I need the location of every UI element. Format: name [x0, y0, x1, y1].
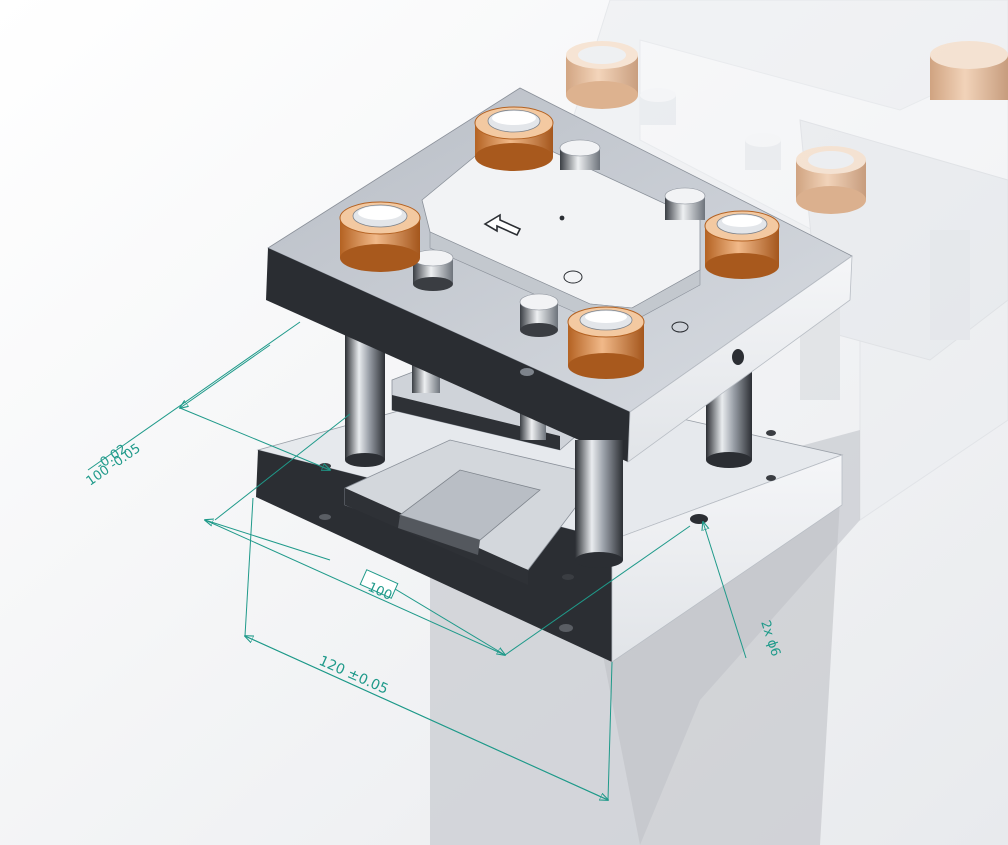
- dimension-width-top: [87, 321, 351, 521]
- guide-pillar-front: [575, 440, 623, 568]
- lower-die-block: [344, 439, 601, 585]
- ghost-pin-1: [640, 88, 676, 125]
- hole-callout-leader: [703, 522, 747, 659]
- ghost-copper-bushing-3: [930, 41, 1008, 100]
- locating-pin-3: [519, 293, 559, 337]
- guide-pillar-rear-left: [345, 330, 385, 467]
- locating-pin-4: [664, 187, 706, 220]
- punch-block: [421, 147, 701, 333]
- ghost-copper-bushing-2: [796, 146, 866, 214]
- guide-bushing-copper-4: [567, 306, 645, 379]
- locating-pin-2: [412, 249, 454, 291]
- dimension-inner-width: [205, 520, 691, 655]
- feed-direction-arrow-icon: [483, 213, 522, 237]
- dowel-hole: [690, 514, 708, 524]
- guide-bushing-copper-2: [339, 201, 421, 272]
- locating-pin-1: [559, 139, 601, 170]
- cast-shadow-dark: [600, 500, 840, 845]
- dimension-inner-width-box: 100: [359, 569, 399, 604]
- guide-bushing-copper-3: [704, 210, 780, 279]
- ghost-pin-2: [745, 133, 781, 170]
- guide-bushing-copper-1: [474, 106, 554, 171]
- dimension-outer-width: [245, 497, 613, 800]
- ghost-copper-bushing-1: [566, 41, 638, 109]
